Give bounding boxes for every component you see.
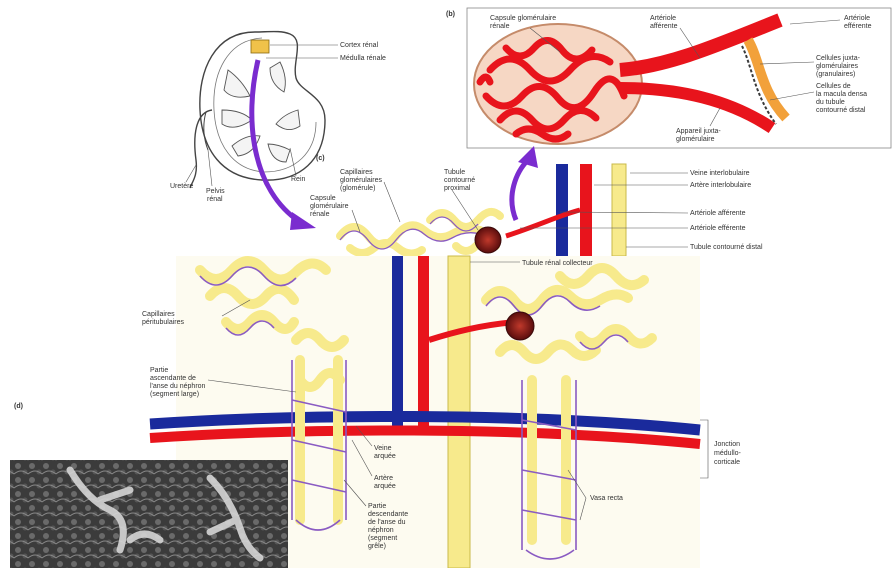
label-ascending-1: Partie [150, 367, 168, 374]
label-vein-interlobular: Veine interlobulaire [690, 170, 750, 177]
artery-interlobular [580, 164, 592, 256]
label-descending-2: descendante [368, 511, 408, 518]
label-afferent-detail-1: Artériole [650, 15, 676, 22]
label-kidney: Rein [291, 176, 306, 183]
label-macula-1: Cellules de [816, 83, 851, 90]
label-macula-3: du tubule [816, 99, 845, 106]
label-peritubular-2: péritubulaires [142, 319, 185, 326]
label-junction-2: médullo- [714, 450, 742, 457]
label-descending-1: Partie [368, 503, 386, 510]
label-efferent-detail-2: efférente [844, 23, 872, 30]
label-descending-4: néphron [368, 527, 394, 534]
label-jg-cells-2: glomérulaires [816, 63, 859, 70]
label-capillaries-3: (glomérule) [340, 185, 375, 192]
label-peritubular-1: Capillaires [142, 311, 175, 318]
label-ureter: Uretère [170, 183, 193, 190]
kidney-outline [200, 32, 325, 181]
vein-interlobular [556, 164, 568, 256]
label-capsule-1: Capsule [310, 195, 336, 202]
label-jg-cells-3: (granulaires) [816, 71, 855, 78]
label-arcuate-artery-2: arquée [374, 483, 396, 490]
label-macula-4: contourné distal [816, 107, 866, 114]
panel-tag-c: (c) [316, 155, 325, 162]
panel-tag-b: (b) [446, 11, 455, 18]
label-cortex: Cortex rénal [340, 42, 379, 49]
zoom-arrow-glomerulus [512, 160, 528, 220]
label-artery-interlobular: Artère interlobulaire [690, 182, 751, 189]
label-medulla: Médulla rénale [340, 55, 386, 62]
label-prox-tubule-3: proximal [444, 185, 471, 192]
label-capsule-2: glomérulaire [310, 203, 349, 210]
label-capsule-detail-2: rénale [490, 23, 510, 30]
nephron-upper-panel: (c) Capillaires glomérulaires (glomé [310, 155, 763, 256]
label-arcuate-vein-2: arquée [374, 453, 396, 460]
label-jg-cells-1: Cellules juxta- [816, 55, 861, 62]
label-junction-3: corticale [714, 459, 740, 466]
label-ascending-4: (segment large) [150, 391, 199, 398]
kidney-panel: Cortex rénal Médulla rénale Rein Uretère… [170, 32, 386, 231]
glomerulus-upper [475, 227, 501, 253]
label-pelvis-1: Pelvis [206, 188, 225, 195]
panel-tag-d-left: (d) [14, 403, 23, 410]
label-capillaries-2: glomérulaires [340, 177, 383, 184]
label-macula-2: la macula densa [816, 91, 867, 98]
label-ascending-2: ascendante de [150, 375, 196, 382]
label-prox-tubule-2: contourné [444, 177, 475, 184]
label-arcuate-vein-1: Veine [374, 445, 392, 452]
vein-lower [392, 256, 403, 426]
glomerulus-lower [506, 312, 534, 340]
label-arcuate-artery-1: Artère [374, 475, 393, 482]
label-apparatus-1: Appareil juxta- [676, 128, 721, 135]
label-efferent: Artériole efférente [690, 225, 746, 232]
label-descending-5: (segment [368, 535, 397, 542]
label-vasa-recta: Vasa recta [590, 495, 623, 502]
label-afferent-detail-2: afférente [650, 23, 678, 30]
label-efferent-detail-1: Artériole [844, 15, 870, 22]
label-ascending-3: l'anse du néphron [150, 383, 206, 390]
artery-lower [418, 256, 429, 426]
label-afferent: Artériole afférente [690, 210, 746, 217]
label-descending-6: grêle) [368, 543, 386, 550]
label-capsule-detail-1: Capsule glomérulaire [490, 15, 556, 22]
label-capillaries-1: Capillaires [340, 169, 373, 176]
label-capsule-3: rénale [310, 211, 330, 218]
label-apparatus-2: glomérulaire [676, 136, 715, 143]
cortex-highlight [251, 40, 269, 53]
label-prox-tubule-1: Tubule [444, 169, 465, 176]
distal-tubule-upper [612, 164, 626, 256]
glomerulus-panel: (b) Capsule glomérulaire rénale Artériol… [446, 8, 891, 148]
label-descending-3: de l'anse du [368, 519, 406, 526]
label-collecting: Tubule rénal collecteur [522, 260, 593, 267]
sem-micrograph [10, 460, 288, 568]
label-distal-tubule: Tubule contourné distal [690, 244, 763, 251]
label-junction-1: Jonction [714, 441, 740, 448]
label-pelvis-2: rénal [207, 196, 223, 203]
